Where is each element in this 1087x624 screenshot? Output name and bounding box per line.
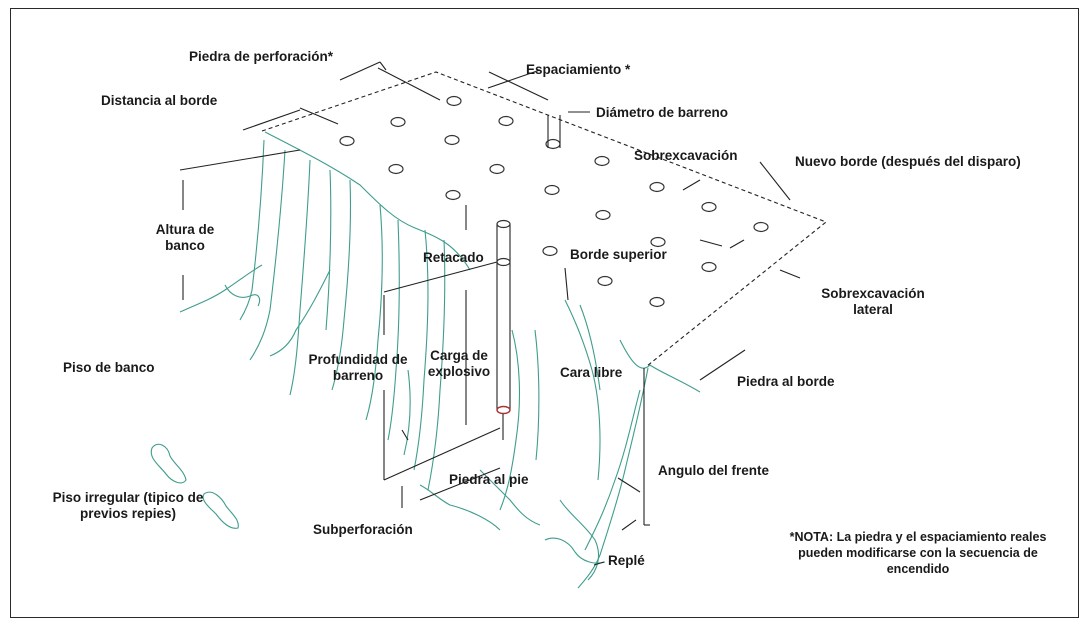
label-espaciamiento: Espaciamiento * (526, 62, 631, 77)
label-subperforacion: Subperforación (313, 522, 413, 537)
blast-hole (446, 95, 462, 107)
label-angulo-frente: Angulo del frente (658, 463, 769, 478)
label-piedra-borde: Piedra al borde (737, 374, 835, 389)
blast-hole (544, 184, 560, 196)
note-text: *NOTA: La piedra y el espaciamiento real… (789, 530, 1047, 576)
blast-hole (444, 134, 460, 146)
blast-hole (489, 163, 505, 175)
blast-hole-column (496, 219, 511, 440)
label-nuevo-borde: Nuevo borde (después del disparo) (795, 154, 1021, 169)
blast-hole (388, 163, 404, 175)
blast-hole (595, 209, 611, 221)
label-retacado: Retacado (423, 250, 484, 265)
label-piso-irregular: Piso irregular (tipico de previos repies… (52, 490, 204, 521)
label-borde-superior: Borde superior (570, 247, 667, 262)
blast-hole (701, 201, 717, 213)
label-carga-explosivo: Carga de explosivo (427, 348, 491, 379)
annotation-lines (179, 61, 801, 566)
label-cara-libre: Cara libre (560, 365, 623, 380)
blast-hole (597, 275, 613, 287)
blast-hole (390, 116, 406, 128)
label-sobrexcavacion: Sobrexcavación (634, 148, 738, 163)
label-piedra-pie: Piedra al pie (449, 472, 529, 487)
blast-hole (339, 135, 355, 147)
label-replie: Replé (608, 553, 645, 568)
rock-face (150, 131, 701, 589)
blast-hole (445, 189, 461, 201)
label-profundidad-barreno: Profundidad de barreno (308, 352, 408, 383)
blast-hole (498, 115, 514, 127)
label-piso-banco: Piso de banco (63, 360, 155, 375)
label-piedra-perforacion: Piedra de perforación* (189, 49, 334, 64)
blast-hole (650, 236, 666, 248)
blast-hole-grid (339, 95, 769, 308)
label-altura-banco: Altura de banco (155, 222, 215, 253)
label-diametro-barreno: Diámetro de barreno (596, 105, 729, 120)
blast-hole (753, 221, 769, 233)
diagram-frame (10, 8, 1079, 618)
blast-hole (542, 245, 558, 257)
bench-top-outline (261, 71, 828, 367)
label-sobrexcavacion-lateral: Sobrexcavación lateral (821, 286, 925, 317)
blast-hole (701, 261, 717, 273)
blast-hole (649, 296, 665, 308)
blast-hole (594, 155, 610, 167)
label-distancia-borde: Distancia al borde (101, 93, 218, 108)
blast-hole (649, 181, 665, 193)
